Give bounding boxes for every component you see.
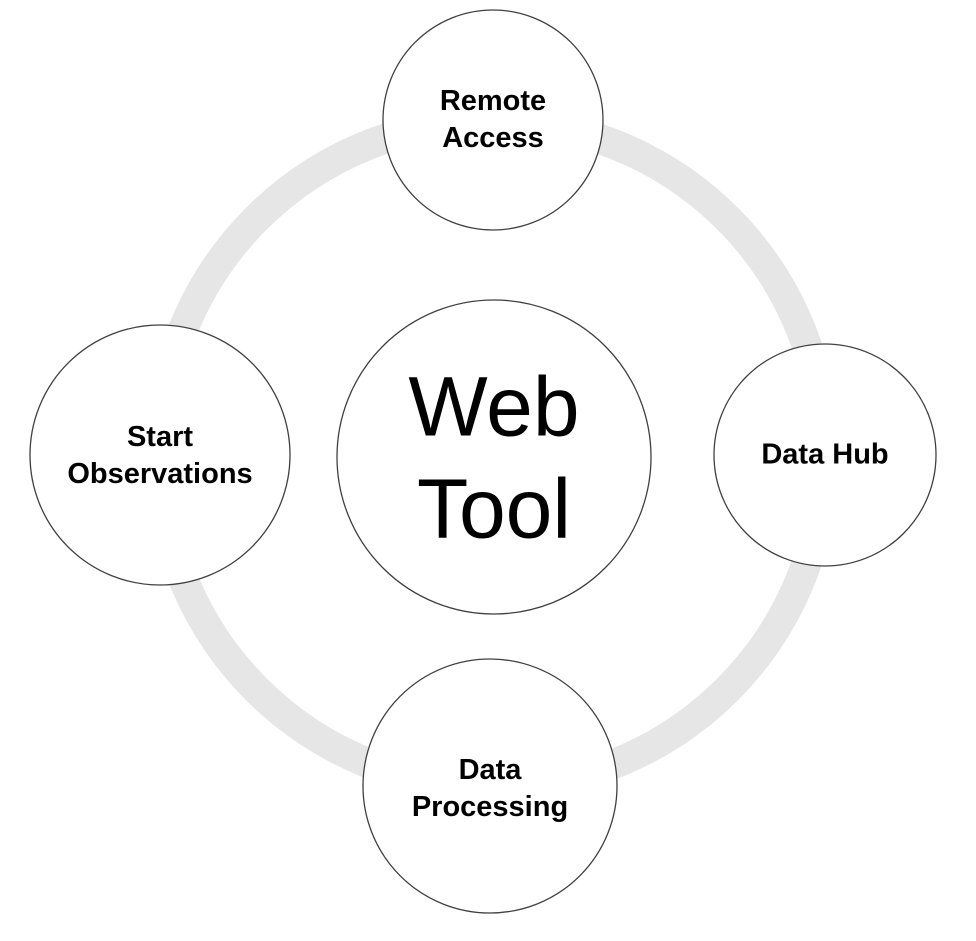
center-circle-web-tool — [336, 299, 652, 615]
node-circle-data-hub — [713, 343, 937, 567]
node-circle-start-observations — [29, 324, 291, 586]
node-circle-remote-access — [382, 9, 604, 231]
node-circle-data-processing — [362, 658, 618, 914]
